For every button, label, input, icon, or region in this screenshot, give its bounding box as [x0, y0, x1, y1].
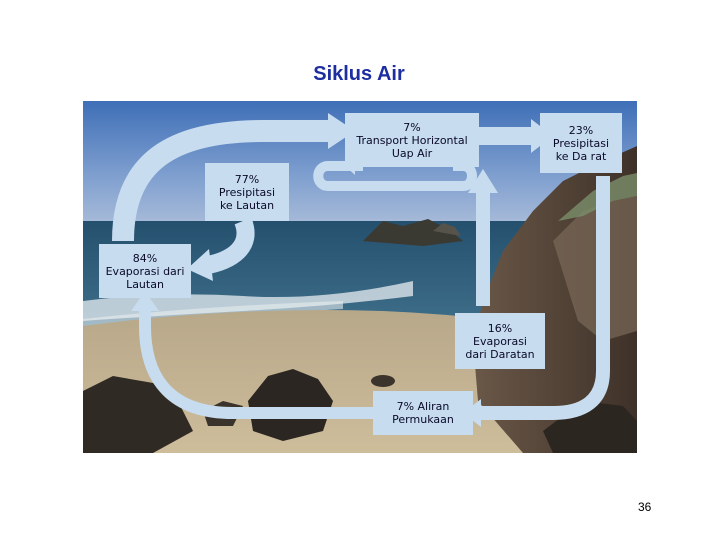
precip-sea-percent: 77%: [234, 172, 260, 186]
page-title: Siklus Air: [313, 63, 405, 85]
arrow-precip-land-down: [478, 176, 610, 420]
arrowhead-runoff: [131, 291, 159, 311]
arrow-return-loop: [313, 161, 477, 191]
label-evap-land: 16% Evaporasi dari Daratan: [455, 313, 545, 369]
label-runoff: 7% Aliran Permukaan: [373, 391, 473, 435]
surf: [83, 281, 413, 321]
precip-land-percent: 23%: [568, 123, 594, 137]
arrow-runoff: [139, 306, 373, 419]
evap-sea-text-2: Lautan: [126, 277, 164, 291]
transport-text-2: Uap Air: [391, 146, 433, 160]
precip-land-text: Presipitasi: [552, 136, 610, 150]
runoff-text-2: Permukaan: [392, 413, 454, 426]
transport-text: Transport Horizontal: [356, 133, 468, 147]
label-precip-land: 23% Presipitasi ke Da rat: [540, 113, 622, 173]
rock-center: [248, 369, 333, 441]
label-precip-sea: 77% Presipitasi ke Lautan: [205, 163, 289, 221]
evap-land-text: Evaporasi: [473, 334, 527, 348]
sea-stack: [363, 219, 463, 246]
arrowhead-transport: [328, 113, 355, 149]
transport-percent: 7%: [403, 120, 421, 134]
evap-land-text-2: dari Daratan: [465, 347, 535, 361]
precip-sea-text: Presipitasi: [218, 185, 276, 199]
page-number: 36: [638, 500, 652, 514]
arrowhead-precip-sea: [187, 249, 213, 281]
label-transport-horizontal: 7% Transport Horizontal Uap Air: [345, 113, 479, 167]
coastal-photo: 7% Transport Horizontal Uap Air 23% Pres…: [83, 101, 637, 453]
precip-land-text-2: ke Da rat: [555, 149, 607, 163]
runoff-text: 7% Aliran: [396, 400, 450, 413]
label-evap-sea: 84% Evaporasi dari Lautan: [99, 244, 191, 298]
evap-land-percent: 16%: [487, 321, 513, 335]
evap-sea-text: Evaporasi dari: [105, 264, 185, 278]
arrow-precip-sea: [201, 217, 255, 275]
evap-sea-percent: 84%: [132, 251, 158, 265]
arrowhead-evap-land: [468, 169, 498, 193]
precip-sea-text-2: ke Lautan: [219, 198, 275, 212]
arrow-evap-to-air: [112, 120, 328, 242]
